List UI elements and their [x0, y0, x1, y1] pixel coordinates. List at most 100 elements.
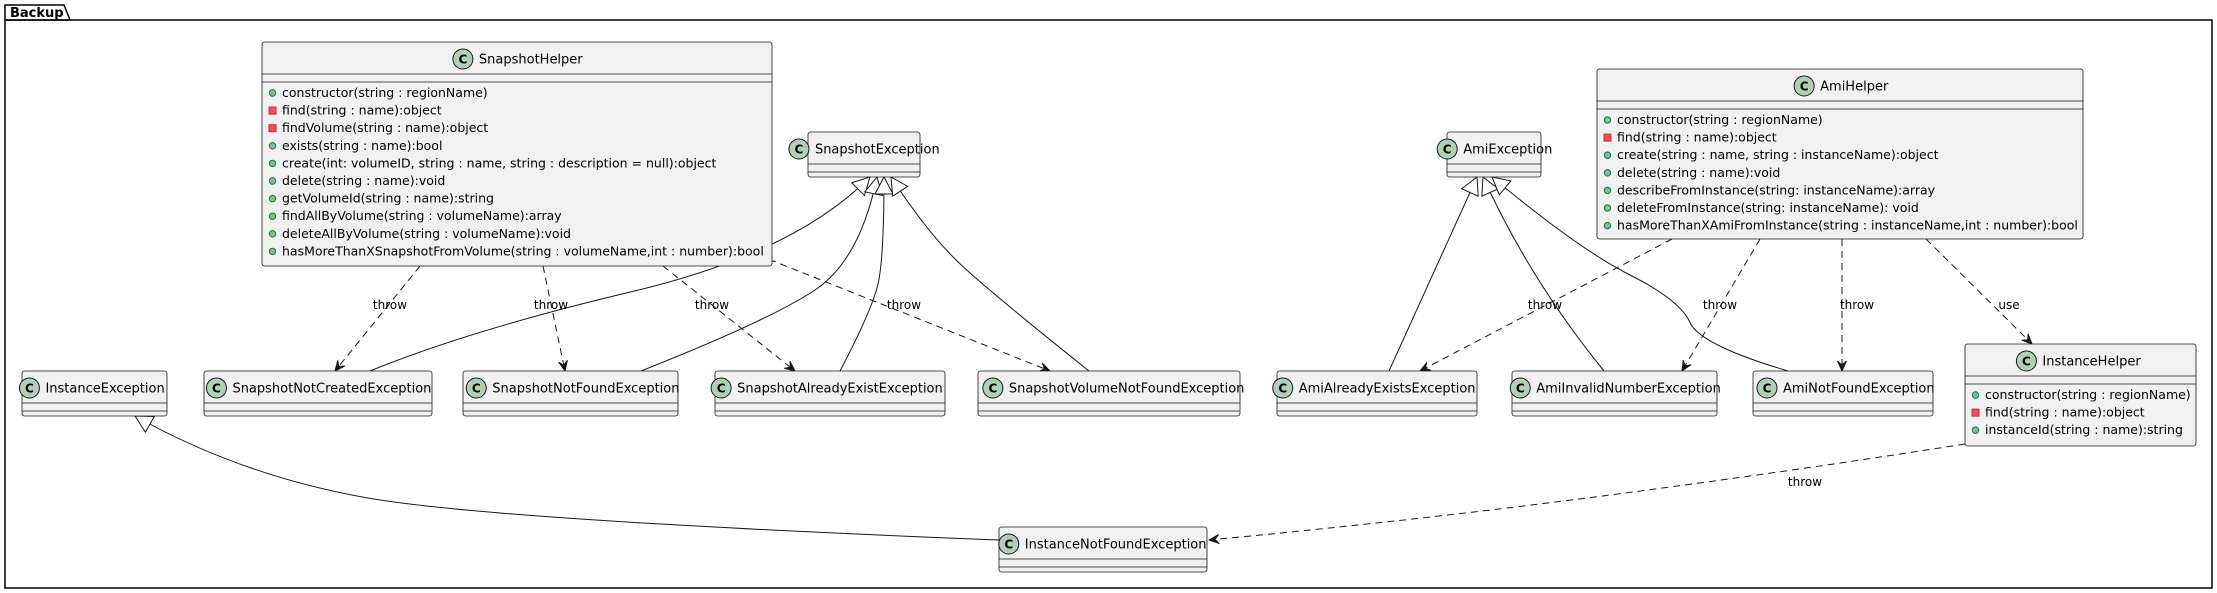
class-box	[1752, 370, 1934, 417]
class-stereotype-icon: C	[998, 533, 1020, 555]
class-name: InstanceNotFoundException	[1025, 538, 1207, 553]
class-name: SnapshotNotFoundException	[492, 382, 679, 397]
relation-line	[334, 265, 421, 372]
class-box	[807, 131, 921, 178]
class-box	[977, 370, 1241, 417]
arrowhead-icon	[334, 360, 346, 372]
class-name: InstanceHelper	[2042, 355, 2141, 370]
member-signature: findAllByVolume(string : volumeName):arr…	[282, 208, 562, 223]
member-signature: create(int: volumeID, string : name, str…	[282, 155, 716, 170]
private-visibility-icon	[268, 106, 277, 115]
svg-text:C: C	[1763, 382, 1772, 396]
public-visibility-icon	[268, 142, 277, 150]
svg-text:C: C	[717, 382, 726, 396]
class-member: find(string : name):object	[268, 103, 442, 118]
class-stereotype-icon: C	[465, 377, 487, 399]
class-name: AmiNotFoundException	[1783, 382, 1935, 397]
member-signature: deleteFromInstance(string: instanceName)…	[1617, 200, 1919, 215]
relation-line	[640, 176, 878, 372]
class-name: AmiException	[1463, 143, 1552, 158]
svg-text:C: C	[212, 382, 221, 396]
public-visibility-icon	[1603, 186, 1612, 195]
member-signature: getVolumeId(string : name):string	[282, 191, 494, 206]
relation-label: use	[1998, 298, 2019, 312]
class-member: create(string : name, string : instanceN…	[1603, 147, 1939, 162]
class-member: create(int: volumeID, string : name, str…	[268, 155, 716, 170]
inheritance-ami-not-found-exception-to-ami-exception	[1491, 176, 1789, 372]
class-member: find(string : name):object	[1971, 405, 2145, 420]
member-signature: find(string : name):object	[1617, 130, 1777, 145]
class-box	[261, 41, 773, 267]
public-visibility-icon	[1603, 116, 1612, 124]
relation-line	[1388, 176, 1478, 372]
relation-line	[1491, 176, 1789, 372]
class-member: constructor(string : regionName)	[1971, 387, 2191, 402]
class-ami-not-found-exception: C AmiNotFoundException	[1752, 370, 1935, 417]
svg-text:C: C	[1278, 382, 1287, 396]
class-instance-helper: C InstanceHelper constructor(string : regi…	[1964, 343, 2197, 447]
inheritance-snapshot-already-exist-exception-to-snapshot-exception	[839, 175, 894, 372]
inheritance-ami-invalid-number-exception-to-ami-exception	[1481, 176, 1605, 372]
svg-text:C: C	[1516, 382, 1525, 396]
class-instance-not-found-exception: C InstanceNotFoundException	[998, 526, 1208, 573]
class-stereotype-icon: C	[18, 377, 40, 399]
class-name: AmiAlreadyExistsException	[1299, 382, 1476, 397]
dependency-snapshot-helper-to-snapshot-volume-not-found-exception	[757, 254, 1052, 372]
class-name: InstanceException	[45, 382, 164, 397]
relation-line	[839, 176, 885, 372]
member-signature: hasMoreThanXAmiFromInstance(string : ins…	[1617, 218, 2078, 233]
public-visibility-icon	[1603, 151, 1612, 159]
member-signature: constructor(string : regionName)	[1617, 112, 1823, 127]
dependency-instance-helper-to-instance-not-found-exception	[1207, 443, 1966, 545]
class-name: SnapshotNotCreatedException	[232, 382, 431, 397]
public-visibility-icon	[268, 89, 277, 97]
member-signature: instanceId(string : name):string	[1985, 422, 2183, 437]
inheritance-triangle-icon	[1481, 176, 1500, 198]
public-visibility-icon	[268, 177, 277, 185]
relation-line	[542, 265, 566, 372]
relation-line	[1208, 443, 1966, 541]
private-visibility-icon	[268, 124, 277, 133]
inheritance-triangle-icon	[890, 176, 909, 198]
dependency-snapshot-helper-to-snapshot-already-exist-exception	[662, 265, 796, 372]
relation-label: throw	[1528, 298, 1562, 312]
class-stereotype-icon: C	[2015, 350, 2037, 372]
dependency-ami-helper-to-instance-helper	[1925, 238, 2033, 345]
arrowhead-icon	[1207, 534, 1220, 545]
class-member: hasMoreThanXSnapshotFromVolume(string : …	[268, 243, 764, 258]
public-visibility-icon	[1971, 426, 1980, 434]
inheritance-triangle-icon	[1460, 176, 1479, 197]
inheritance-triangle-icon	[134, 415, 156, 434]
class-stereotype-icon: C	[788, 138, 810, 160]
relation-label: throw	[534, 298, 568, 312]
private-visibility-icon	[1971, 408, 1980, 417]
class-name: SnapshotAlreadyExistException	[737, 382, 943, 397]
arrowhead-icon	[2021, 333, 2033, 345]
class-snapshot-not-created-exception: C SnapshotNotCreatedException	[203, 370, 433, 417]
class-ami-invalid-number-exception: C AmiInvalidNumberException	[1509, 370, 1721, 417]
member-signature: constructor(string : regionName)	[282, 85, 488, 100]
package-backup: Backup	[4, 4, 2213, 589]
package-name: Backup	[10, 6, 64, 21]
public-visibility-icon	[1603, 169, 1612, 177]
public-visibility-icon	[268, 159, 277, 168]
class-instance-exception: C InstanceException	[18, 370, 168, 417]
svg-text:C: C	[2022, 355, 2031, 369]
member-signature: exists(string : name):bool	[282, 138, 442, 153]
svg-text:C: C	[1443, 143, 1452, 157]
class-stereotype-icon: C	[1509, 377, 1531, 399]
svg-text:C: C	[25, 382, 34, 396]
class-member: instanceId(string : name):string	[1971, 422, 2183, 437]
inheritance-instance-not-found-exception-to-instance-exception	[134, 415, 1000, 541]
class-member: findVolume(string : name):object	[268, 120, 488, 135]
class-box	[1596, 68, 2084, 240]
arrowhead-icon	[1681, 359, 1692, 373]
class-name: AmiInvalidNumberException	[1536, 382, 1721, 397]
